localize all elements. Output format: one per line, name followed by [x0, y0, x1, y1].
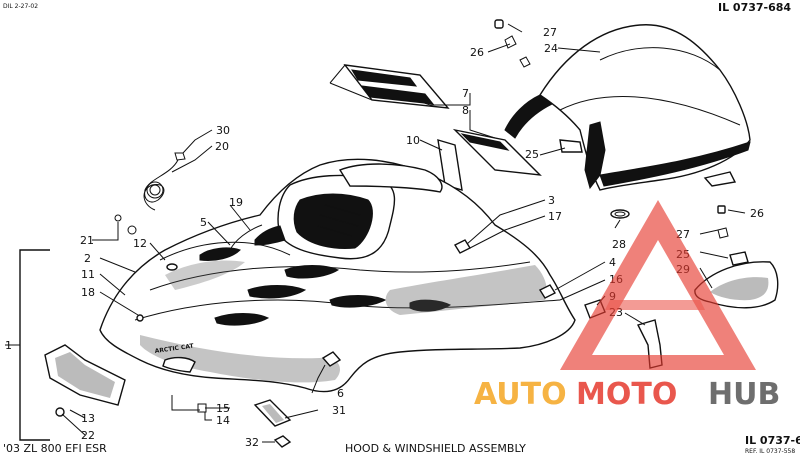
watermark-triangle-icon	[560, 200, 756, 370]
callout-7: 7	[462, 87, 469, 100]
callout-6: 6	[337, 387, 344, 400]
windshield-part	[504, 24, 751, 191]
callout-5: 5	[200, 216, 207, 229]
callout-21: 21	[80, 234, 94, 247]
air-intake-strip-8	[452, 128, 542, 176]
callout-28: 28	[612, 238, 626, 251]
leader-lines	[5, 23, 746, 443]
callout-26-left: 26	[470, 46, 484, 59]
callout-20: 20	[215, 140, 229, 153]
assembly-title: HOOD & WINDSHIELD ASSEMBLY	[345, 442, 526, 455]
watermark-hub: HUB	[708, 377, 780, 412]
callout-15: 15	[216, 402, 230, 415]
callout-13: 13	[81, 412, 95, 425]
illustration-id-bottom: IL 0737-684	[745, 434, 800, 447]
callout-19: 19	[229, 196, 243, 209]
callout-18: 18	[81, 286, 95, 299]
hood-assembly: ARCTIC CAT	[99, 158, 576, 393]
callout-12: 12	[133, 237, 147, 250]
callout-8: 8	[462, 104, 469, 117]
callout-17: 17	[548, 210, 562, 223]
bracket-10	[437, 139, 463, 191]
watermark-moto: MOTO	[576, 377, 677, 412]
callout-10: 10	[406, 134, 420, 147]
callout-24: 24	[544, 42, 558, 55]
callout-4: 4	[609, 256, 616, 269]
callout-32: 32	[245, 436, 259, 449]
callout-1: 1	[5, 339, 12, 352]
callout-31: 31	[332, 404, 346, 417]
watermark-auto: AUTO	[474, 377, 567, 412]
decal-panel-7	[329, 64, 450, 109]
callout-2: 2	[84, 252, 91, 265]
callout-11: 11	[81, 268, 95, 281]
callout-26-right: 26	[750, 207, 764, 220]
callout-22: 22	[81, 429, 95, 442]
ref-id: REF. IL 0737-558	[745, 448, 795, 455]
callout-27-left: 27	[543, 26, 557, 39]
automotohub-watermark: AUTO MOTO HUB	[474, 200, 780, 412]
callout-25-left: 25	[525, 148, 539, 161]
illustration-id-top: IL 0737-684	[718, 1, 791, 14]
callout-30: 30	[216, 124, 230, 137]
callout-14: 14	[216, 414, 230, 427]
model-label: '03 ZL 800 EFI ESR	[3, 442, 107, 455]
callout-3: 3	[548, 194, 555, 207]
date-code: DIL 2-27-02	[3, 3, 38, 10]
